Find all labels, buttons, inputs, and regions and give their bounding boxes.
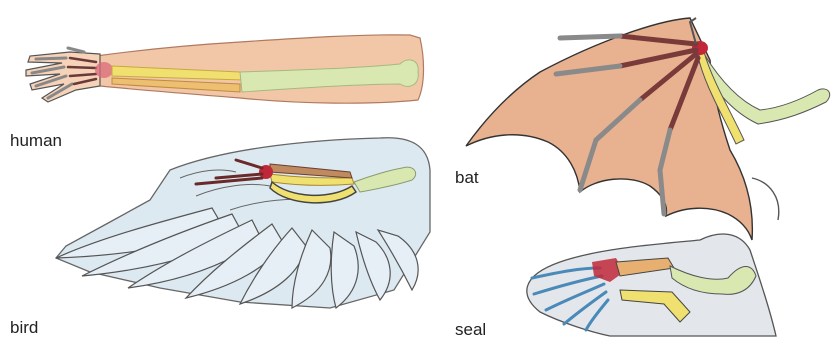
label-seal: seal [455, 320, 486, 340]
label-bird: bird [10, 318, 38, 338]
bird-wing [56, 138, 430, 308]
bat-leg [752, 178, 779, 220]
bat-wing [466, 18, 830, 240]
seal-flipper [527, 234, 776, 336]
label-human: human [10, 131, 62, 151]
label-bat: bat [455, 168, 479, 188]
human-carpals [95, 62, 113, 78]
human-arm [26, 35, 424, 103]
